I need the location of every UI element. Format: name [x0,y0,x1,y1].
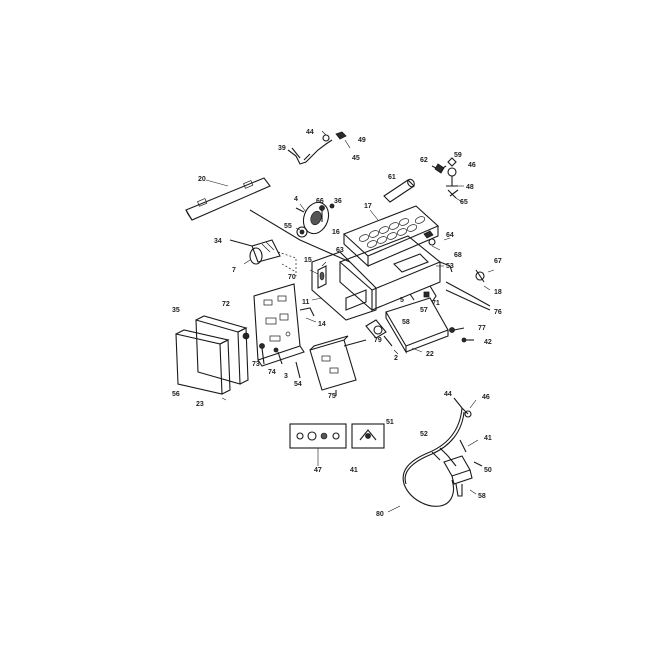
label-77: 77 [478,325,486,332]
label-80: 80 [376,511,384,518]
label-64: 64 [446,232,454,239]
ice-mold-17 [342,205,440,268]
label-74: 74 [268,369,276,376]
label-58: 58 [402,319,410,326]
label-70: 70 [288,274,296,281]
label-4: 4 [294,196,298,203]
switch-kit-47 [289,423,385,466]
label-44-valve: 44 [444,391,452,398]
label-75: 75 [328,393,336,400]
label-49: 49 [358,137,366,144]
label-23: 23 [196,401,204,408]
label-20: 20 [198,176,206,183]
label-36: 36 [334,198,342,205]
fan-motor-4 [295,201,330,235]
part-number-labels: 44 49 39 45 20 61 62 59 46 48 65 4 66 36… [172,129,502,518]
label-3: 3 [284,373,288,380]
label-71: 71 [432,300,440,307]
label-18: 18 [494,289,502,296]
label-66: 66 [316,198,324,205]
label-61: 61 [388,174,396,181]
arm-parts-right [409,269,495,311]
label-51: 51 [386,419,394,426]
bracket-75 [309,335,367,396]
housing-right [338,230,453,311]
water-valve-assembly [387,397,483,513]
label-52: 52 [420,431,428,438]
label-73: 73 [252,361,260,368]
label-7: 7 [232,267,236,274]
label-53: 53 [446,263,454,270]
label-68: 68 [454,252,462,259]
label-50: 50 [484,467,492,474]
screws-77-42 [449,327,474,343]
label-46-valve: 46 [482,394,490,401]
base-plate-22 [385,297,449,355]
rod-61 [383,178,415,203]
label-59: 59 [454,152,462,159]
dashed-leader-2 [281,263,297,273]
label-17: 17 [364,203,372,210]
bracket-39-assembly [287,130,351,165]
label-76: 76 [494,309,502,316]
label-58-valve: 58 [478,493,486,500]
filter-block-35 [175,315,249,401]
label-22: 22 [426,351,434,358]
valve-79 [365,319,399,355]
control-board-14 [253,283,317,367]
label-14: 14 [318,321,326,328]
cover-bar-20 [185,177,271,221]
label-65: 65 [460,199,468,206]
label-42: 42 [484,339,492,346]
label-5: 5 [400,297,404,304]
fittings-62-65 [431,157,464,203]
label-16: 16 [332,229,340,236]
label-15: 15 [304,257,312,264]
dashed-leader-1 [277,251,297,276]
motor-7 [229,239,281,265]
label-54: 54 [294,381,302,388]
label-79: 79 [374,337,382,344]
label-39: 39 [278,145,286,152]
label-55: 55 [284,223,292,230]
label-41-kit: 41 [350,467,358,474]
label-67: 67 [494,258,502,265]
label-35: 35 [172,307,180,314]
label-2: 2 [394,355,398,362]
housing-center [309,251,377,321]
knob-55 [295,226,308,238]
label-48: 48 [466,184,474,191]
label-44: 44 [306,129,314,136]
label-34: 34 [214,238,222,245]
label-11: 11 [302,299,310,306]
label-46: 46 [468,162,476,169]
label-41-valve: 41 [484,435,492,442]
label-62: 62 [420,157,428,164]
label-72: 72 [222,301,230,308]
screws-66-36 [319,203,335,222]
label-56: 56 [172,391,180,398]
label-57: 57 [420,307,428,314]
label-45: 45 [352,155,360,162]
label-47: 47 [314,467,322,474]
label-63: 63 [336,247,344,254]
